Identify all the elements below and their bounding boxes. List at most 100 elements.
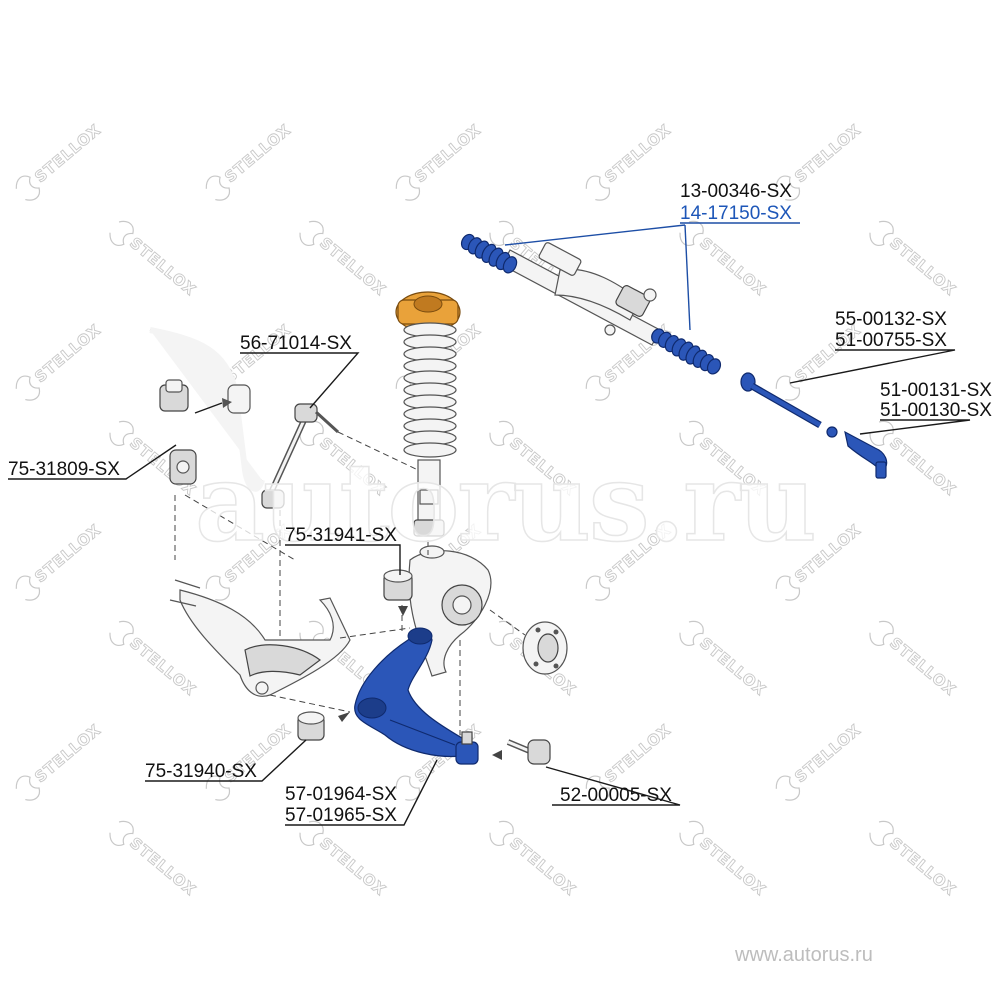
label-52-00005: 52-00005-SX [560,785,672,806]
spring-coil [403,442,457,458]
brand-logo-icon [869,220,894,246]
bellow-fold [502,256,518,274]
watermark-brand: STELLOX [791,721,864,787]
label-51-00755: 51-00755-SX [835,330,947,351]
watermark-brand: STELLOX [31,721,104,787]
watermark-brand: STELLOX [886,634,959,700]
brand-logo-icon [109,420,134,446]
brand-logo-icon [299,820,324,846]
brand-logo-icon [109,620,134,646]
watermark-brand: STELLOX [126,634,199,700]
watermark-tile: STELLOX [299,820,390,900]
brand-logo-icon [585,175,611,201]
watermark-tile: STELLOX [299,220,390,300]
watermark-brand: STELLOX [31,321,104,387]
lower-control-arm [354,627,471,758]
stabilizer-link [261,403,340,509]
strut-assembly [395,291,461,537]
arm-bushing-rear [297,711,325,741]
brand-logo-icon [489,220,514,246]
watermark-brand: STELLOX [411,121,484,187]
watermark-brand: STELLOX [31,521,104,587]
watermark-tile: STELLOX [775,720,865,801]
watermark-tile: STELLOX [395,120,485,201]
brand-logo-icon [395,175,421,201]
watermark-tile: STELLOX [15,720,105,801]
label-56-71014: 56-71014-SX [240,333,352,354]
watermark-brand: STELLOX [886,834,959,900]
watermark-brand: STELLOX [696,634,769,700]
watermark-tile: STELLOX [585,120,675,201]
brand-logo-icon [679,620,704,646]
watermark-brand: STELLOX [506,834,579,900]
watermark-tile: STELLOX [679,620,770,700]
footer-url: www.autorus.ru [734,944,873,966]
watermark-brand: STELLOX [791,121,864,187]
tie-rod-nut [826,426,838,438]
brand-logo-icon [585,375,611,401]
brand-logo-icon [15,175,41,201]
brand-logo-icon [775,575,801,601]
rack-boot-left [460,233,518,274]
watermark-brand: STELLOX [886,234,959,300]
brand-logo-icon [109,220,134,246]
label-14-17150: 14-17150-SX [680,203,792,224]
brand-logo-icon [775,775,801,801]
brand-logo-icon [775,375,801,401]
watermark-brand: STELLOX [601,721,674,787]
arm-bushing-front [383,569,413,601]
wheel-hub [522,621,568,675]
coil-spring [403,322,457,458]
tie-rod-end [844,430,888,479]
label-75-31940: 75-31940-SX [145,761,257,782]
watermark-tile: STELLOX [489,820,580,900]
label-57-01965: 57-01965-SX [285,805,397,826]
brand-logo-icon [205,175,231,201]
brand-logo-icon [15,775,41,801]
watermark-tile: STELLOX [205,120,295,201]
lower-ball-joint [455,731,479,765]
label-51-00130: 51-00130-SX [880,400,992,421]
watermark-tile: STELLOX [109,620,200,700]
arrow-to-bar [194,402,223,414]
site-watermark: autorus.ru [195,440,815,566]
label-75-31941: 75-31941-SX [285,525,397,546]
watermark-brand: STELLOX [601,121,674,187]
watermark-tile: STELLOX [15,320,105,401]
steering-rack [501,242,661,346]
watermark-brand: STELLOX [696,834,769,900]
watermark-brand: STELLOX [221,121,294,187]
brand-logo-icon [205,775,231,801]
watermark-brand: STELLOX [316,234,389,300]
brand-logo-icon [775,175,801,201]
brand-logo-icon [299,420,324,446]
label-75-31809: 75-31809-SX [8,459,120,480]
watermark-brand: STELLOX [126,834,199,900]
watermark-brand: STELLOX [886,434,959,500]
ball-joint [492,739,551,765]
brand-logo-icon [489,820,514,846]
inner-tie-rod [740,372,822,429]
brand-logo-icon [395,775,421,801]
watermark-tile: STELLOX [109,220,200,300]
label-13-00346: 13-00346-SX [680,181,792,202]
brand-logo-icon [205,575,231,601]
brand-logo-icon [869,620,894,646]
watermark-brand: STELLOX [696,234,769,300]
watermark-tile: STELLOX [15,520,105,601]
bellow-fold [706,358,722,375]
watermark-brand: STELLOX [316,834,389,900]
label-55-00132: 55-00132-SX [835,309,947,330]
brand-logo-icon [489,420,514,446]
watermark-tile: STELLOX [869,620,960,700]
brand-logo-icon [585,775,611,801]
brand-logo-icon [585,575,611,601]
stabilizer-bushing [159,379,197,485]
watermark-tile: STELLOX [15,120,105,201]
brand-logo-icon [679,820,704,846]
label-51-00131: 51-00131-SX [880,380,992,401]
arrowhead-icon [398,606,408,616]
watermark-tile: STELLOX [679,220,770,300]
